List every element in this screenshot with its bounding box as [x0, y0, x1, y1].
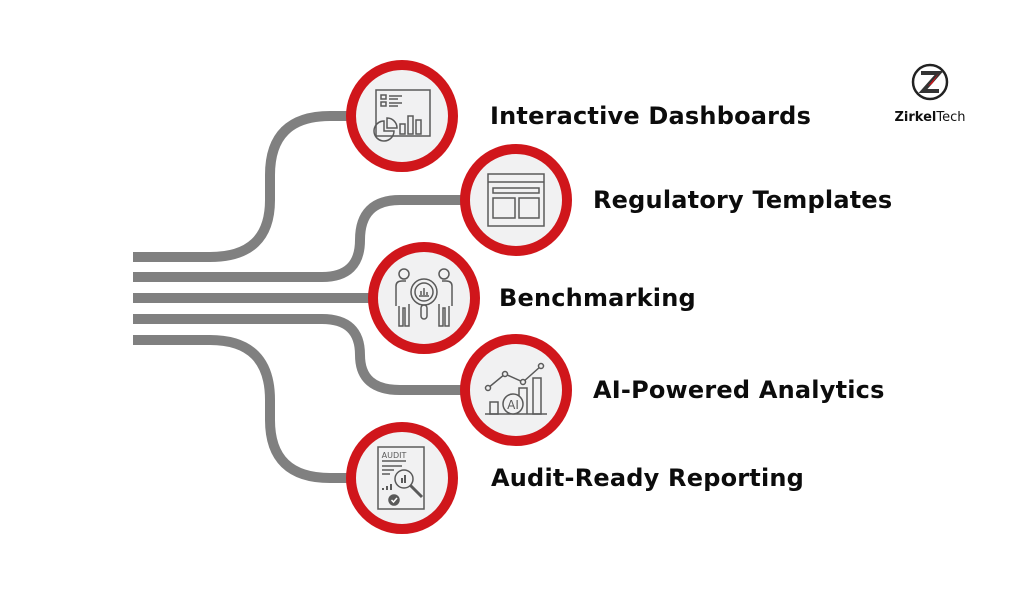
ai-analytics-icon: AI: [484, 362, 547, 415]
benchmarking-icon: [395, 268, 453, 327]
template-icon: [487, 173, 545, 227]
item-label: Regulatory Templates: [593, 186, 893, 214]
connector-2: [133, 195, 480, 282]
connector-1: [133, 111, 370, 262]
item-label: AI-Powered Analytics: [593, 376, 885, 404]
node-templates: [460, 144, 572, 256]
dashboard-icon: [373, 89, 431, 142]
connector-4: [133, 314, 480, 395]
logo-mark-icon: [911, 63, 949, 101]
node-dashboards: [346, 60, 458, 172]
item-label: Audit-Ready Reporting: [491, 464, 805, 492]
zirkeltech-logo: ZirkelTech: [890, 62, 970, 125]
audit-report-icon: AUDIT: [377, 446, 425, 510]
node-audit: AUDIT: [346, 422, 458, 534]
connector-5: [133, 335, 370, 483]
item-label: Benchmarking: [499, 284, 696, 312]
node-benchmarking: [368, 242, 480, 354]
svg-text:AI: AI: [507, 398, 519, 412]
node-ai-analytics: AI: [460, 334, 572, 446]
svg-text:AUDIT: AUDIT: [382, 451, 407, 460]
item-label: Interactive Dashboards: [490, 102, 812, 130]
logo-text: ZirkelTech: [894, 110, 966, 125]
